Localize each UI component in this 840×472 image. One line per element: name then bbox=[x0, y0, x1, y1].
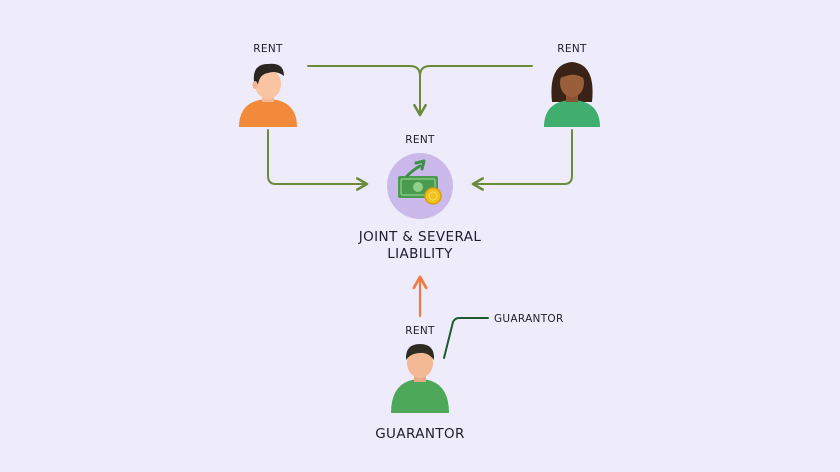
guarantor-name: GUARANTOR bbox=[375, 426, 465, 442]
right-to-center-arrow bbox=[471, 129, 573, 191]
tenant-left-label: RENT bbox=[253, 43, 283, 55]
money-icon bbox=[398, 159, 442, 205]
top-connector-left bbox=[307, 65, 421, 77]
tenant-right-label: RENT bbox=[557, 43, 587, 55]
guarantor-node: RENT GUARANTOR GUARANTOR bbox=[375, 313, 563, 442]
tenant-left: RENT bbox=[239, 43, 297, 127]
center-node: RENT JOINT & SEVERAL LIABILITY bbox=[358, 134, 482, 262]
top-connector-right bbox=[419, 65, 533, 77]
tenant-right: RENT bbox=[544, 43, 600, 127]
person-female-icon bbox=[544, 62, 600, 127]
connectors bbox=[267, 65, 573, 191]
guarantor-rent-label: RENT bbox=[405, 325, 435, 337]
center-title-line2: LIABILITY bbox=[387, 246, 453, 262]
guarantor-callout-line bbox=[443, 317, 489, 359]
center-title-line1: JOINT & SEVERAL bbox=[358, 229, 482, 245]
guarantor-callout-label: GUARANTOR bbox=[494, 313, 564, 325]
left-to-center-arrow bbox=[267, 129, 369, 191]
center-rent-label: RENT bbox=[405, 134, 435, 146]
person-male-icon bbox=[239, 63, 297, 127]
person-guarantor-icon bbox=[391, 344, 449, 413]
